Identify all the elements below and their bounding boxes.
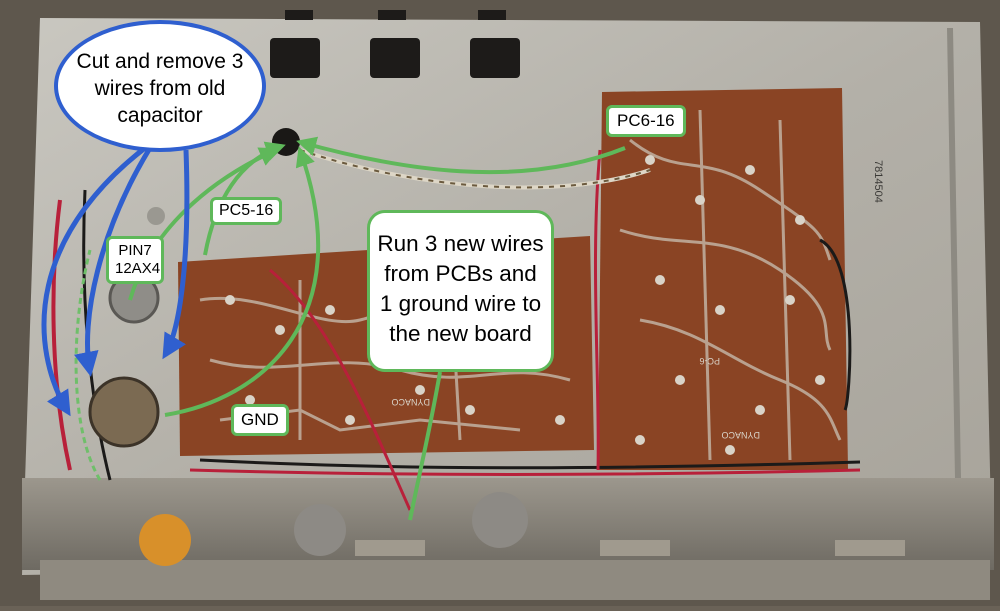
pcb-right-brand-text: DYNACO: [721, 430, 760, 440]
arrow-cut-1: [41, 127, 172, 417]
old-capacitor: [88, 376, 160, 448]
pcb-right-id-text: PC-6: [699, 356, 720, 366]
switch-3: [835, 540, 905, 556]
pc6-16-label: PC6-16: [606, 105, 686, 137]
pc5-16-label: PC5-16: [210, 197, 283, 225]
capacitor-disc: [139, 514, 191, 566]
arrow-pc6-to-grommet: [296, 136, 626, 175]
arrow-cut-3: [162, 149, 190, 360]
pcb-right-traces: [619, 109, 842, 461]
run-new-wires-callout: Run 3 new wires from PCBs and 1 ground w…: [367, 210, 554, 372]
side-rail: [947, 27, 961, 479]
arrow-cut-2: [73, 146, 153, 377]
chassis-screw: [147, 207, 165, 225]
switch-1: [355, 540, 425, 556]
pin7-line2: 12AX4: [115, 260, 161, 277]
pin7-label: PIN7 12AX4: [106, 236, 164, 284]
switch-2: [600, 540, 670, 556]
blue-arrows: [41, 127, 190, 417]
chassis-lip: [40, 560, 990, 600]
pcb-right: [598, 88, 848, 470]
potentiometer-2: [472, 492, 528, 548]
serial-number-text: 7814504: [872, 160, 884, 203]
rear-panel-sockets: [270, 10, 520, 78]
arrow-run-to-board: [408, 371, 442, 521]
pcb-left-brand-text: DYNACO: [391, 397, 430, 407]
pcb-right-pads: [635, 155, 825, 455]
potentiometer-1: [294, 504, 346, 556]
pin7-line1: PIN7: [118, 242, 152, 259]
front-panel-components: [139, 492, 905, 566]
arrow-gnd-to-grommet: [164, 146, 321, 417]
cut-remove-callout: Cut and remove 3 wires from old capacito…: [54, 20, 266, 152]
gnd-label: GND: [231, 404, 289, 436]
green-arrows: [128, 136, 626, 521]
